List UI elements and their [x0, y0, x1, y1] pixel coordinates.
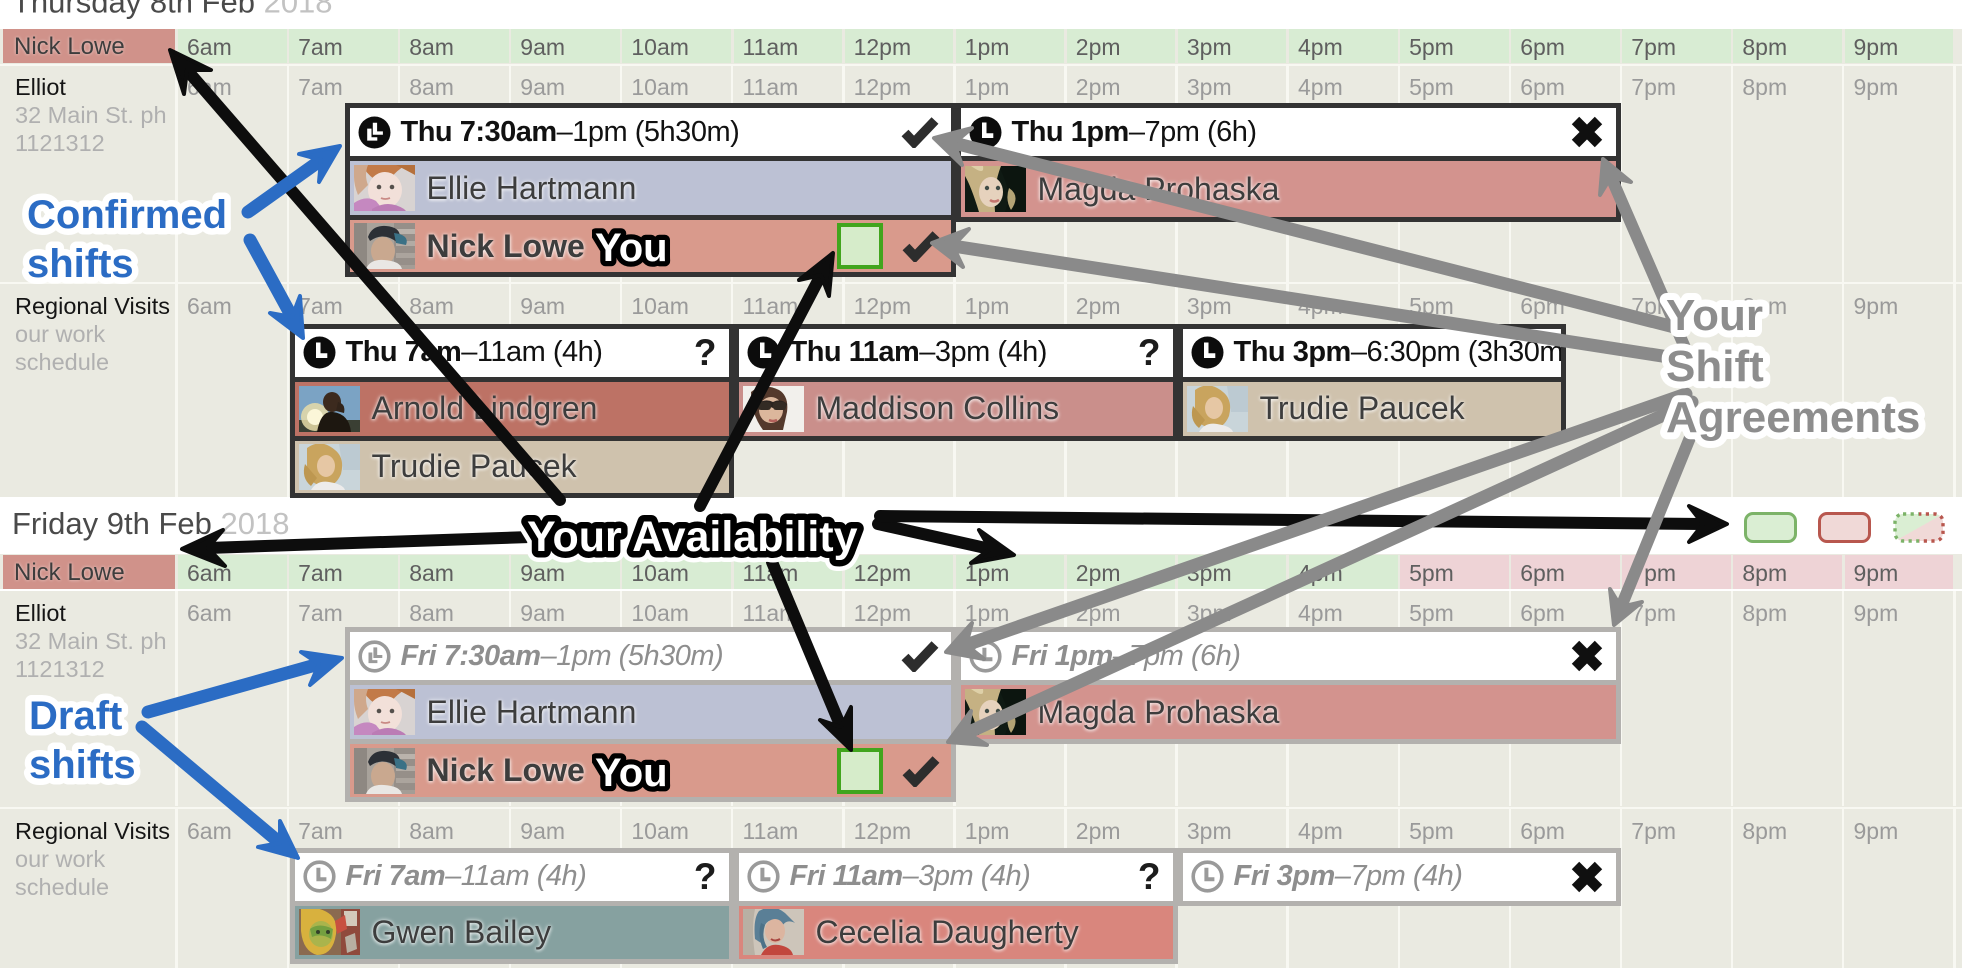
svg-text:Confirmed: Confirmed: [27, 193, 227, 237]
svg-text:Draft: Draft: [29, 694, 122, 738]
svg-text:You: You: [595, 226, 668, 270]
svg-text:Thursday 8th Feb 2018: Thursday 8th Feb 2018: [12, 0, 333, 20]
svg-text:You: You: [595, 751, 668, 795]
svg-text:Friday 9th Feb 2018: Friday 9th Feb 2018: [12, 506, 289, 541]
svg-text:Shift: Shift: [1666, 342, 1764, 391]
svg-text:shifts: shifts: [29, 743, 136, 787]
svg-text:Agreements: Agreements: [1666, 393, 1920, 442]
svg-text:shifts: shifts: [27, 242, 134, 286]
